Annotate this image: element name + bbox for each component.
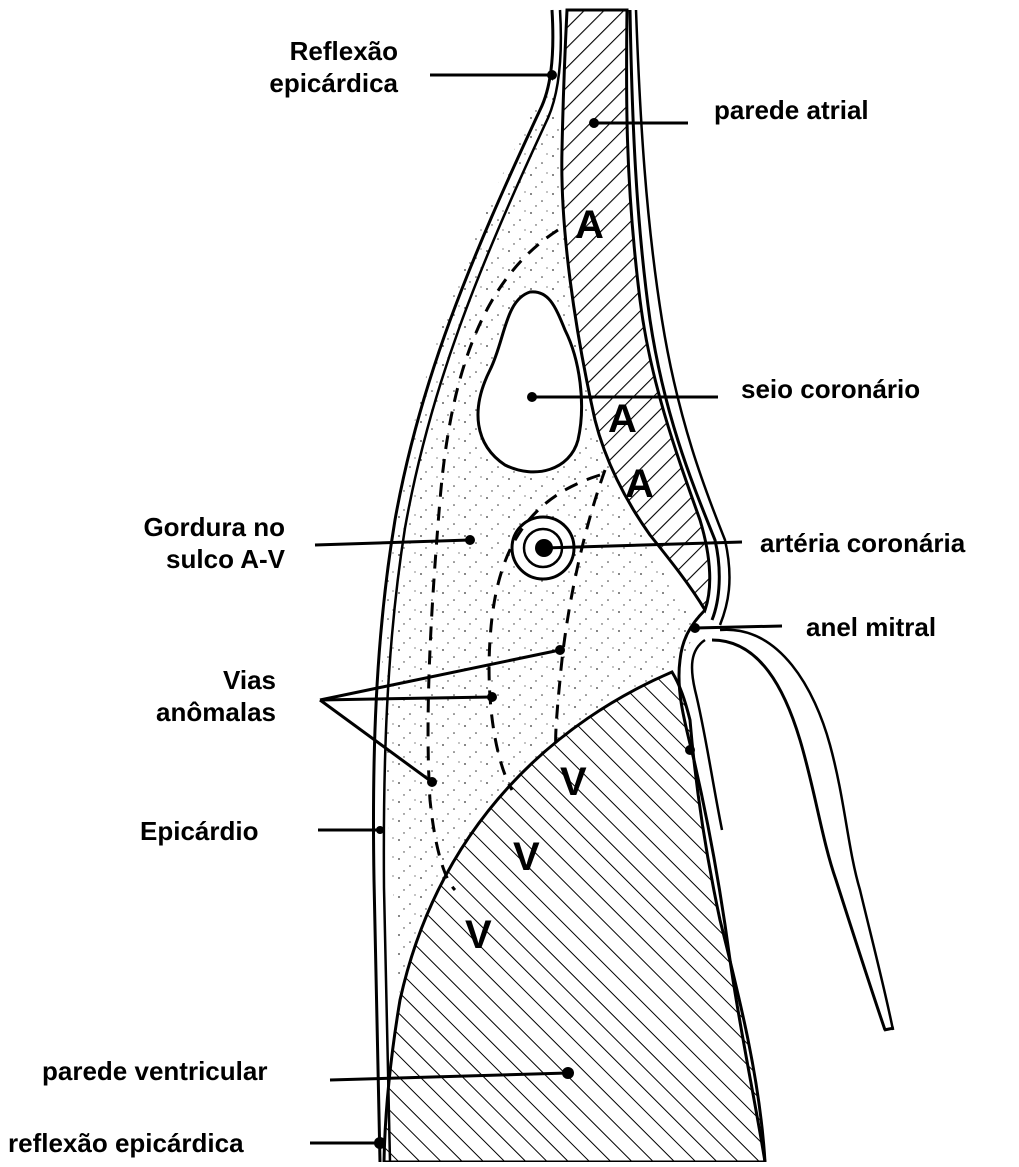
label-reflexao-epicardica-bottom: reflexão epicárdica (8, 1127, 244, 1159)
label-arteria-coronaria: artéria coronária (760, 527, 965, 559)
label-line: epicárdica (250, 67, 398, 99)
label-gordura-sulco: Gordura no sulco A-V (100, 511, 285, 575)
label-parede-ventricular: parede ventricular (42, 1055, 267, 1087)
label-line: Reflexão (250, 35, 398, 67)
label-vias-anomalas: Vias anômalas (120, 664, 276, 728)
marker-v-3: V (465, 913, 492, 957)
marker-a-2: A (608, 397, 637, 441)
label-epicardio: Epicárdio (140, 815, 258, 847)
label-reflexao-epicardica-top: Reflexão epicárdica (250, 35, 398, 99)
marker-a-3: A (625, 462, 654, 506)
label-line: Gordura no (100, 511, 285, 543)
label-line: sulco A-V (100, 543, 285, 575)
marker-v-1: V (560, 760, 587, 804)
marker-v-2: V (513, 835, 540, 879)
label-line: anômalas (120, 696, 276, 728)
label-parede-atrial: parede atrial (714, 94, 869, 126)
marker-a-1: A (575, 203, 604, 247)
label-anel-mitral: anel mitral (806, 611, 936, 643)
label-line: Vias (120, 664, 276, 696)
label-seio-coronario: seio coronário (741, 373, 920, 405)
